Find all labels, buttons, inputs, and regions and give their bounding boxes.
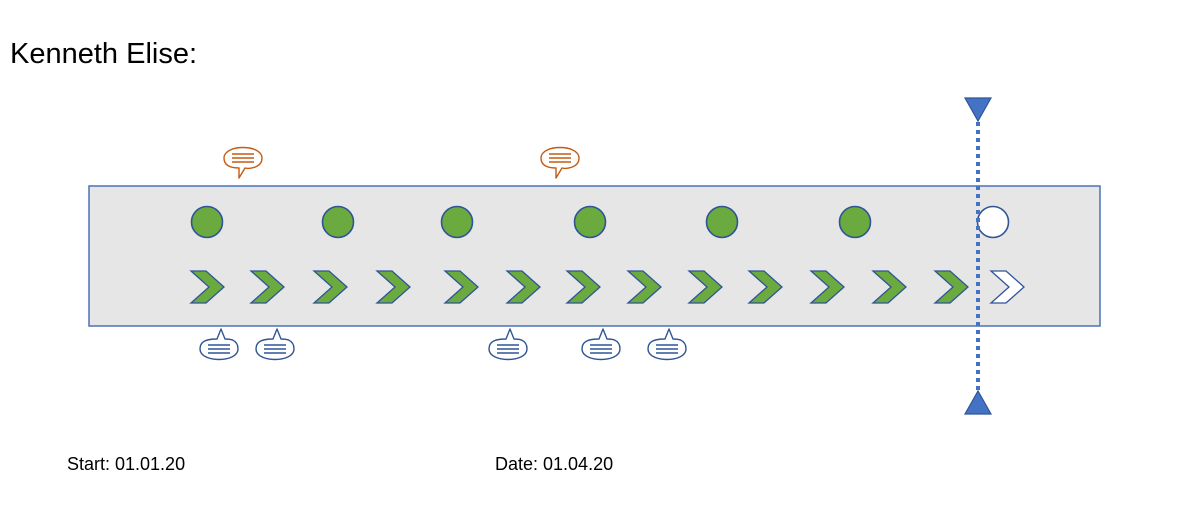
step-chevron-6-done[interactable] [505, 270, 541, 304]
page-title: Kenneth Elise: [10, 38, 198, 70]
step-chevron-2-done[interactable] [249, 270, 285, 304]
step-chevron-11-done[interactable] [809, 270, 845, 304]
milestone-5-done[interactable] [705, 205, 739, 239]
milestone-4-done[interactable] [573, 205, 607, 239]
step-chevron-8-done[interactable] [626, 270, 662, 304]
start-date-label: Start: 01.01.20 [67, 454, 186, 474]
step-chevron-9-done[interactable] [687, 270, 723, 304]
step-chevron-10-done[interactable] [747, 270, 783, 304]
comment-below-4-speech-bubble-icon[interactable] [581, 328, 621, 361]
comment-layer [199, 146, 687, 361]
step-chevron-7-done[interactable] [565, 270, 601, 304]
milestone-row [190, 205, 1010, 239]
comment-below-5-speech-bubble-icon[interactable] [647, 328, 687, 361]
comment-above-1-speech-bubble-icon[interactable] [223, 146, 263, 179]
step-chevron-1-done[interactable] [189, 270, 225, 304]
comment-above-2-speech-bubble-icon[interactable] [540, 146, 580, 179]
step-row [189, 270, 1025, 304]
step-chevron-12-done[interactable] [871, 270, 907, 304]
step-chevron-5-done[interactable] [443, 270, 479, 304]
milestone-3-done[interactable] [440, 205, 474, 239]
milestone-7-open[interactable] [976, 205, 1010, 239]
today-top-triangle-icon[interactable] [963, 97, 993, 123]
current-date-label: Date: 01.04.20 [495, 454, 614, 474]
today-bottom-triangle-icon[interactable] [963, 389, 993, 415]
milestone-1-done[interactable] [190, 205, 224, 239]
milestone-2-done[interactable] [321, 205, 355, 239]
step-chevron-3-done[interactable] [312, 270, 348, 304]
step-chevron-14-open[interactable] [989, 270, 1025, 304]
comment-below-2-speech-bubble-icon[interactable] [255, 328, 295, 361]
today-line-icon[interactable] [963, 97, 993, 415]
step-chevron-4-done[interactable] [375, 270, 411, 304]
comment-below-1-speech-bubble-icon[interactable] [199, 328, 239, 361]
step-chevron-13-done[interactable] [933, 270, 969, 304]
comment-below-3-speech-bubble-icon[interactable] [488, 328, 528, 361]
milestone-6-done[interactable] [838, 205, 872, 239]
